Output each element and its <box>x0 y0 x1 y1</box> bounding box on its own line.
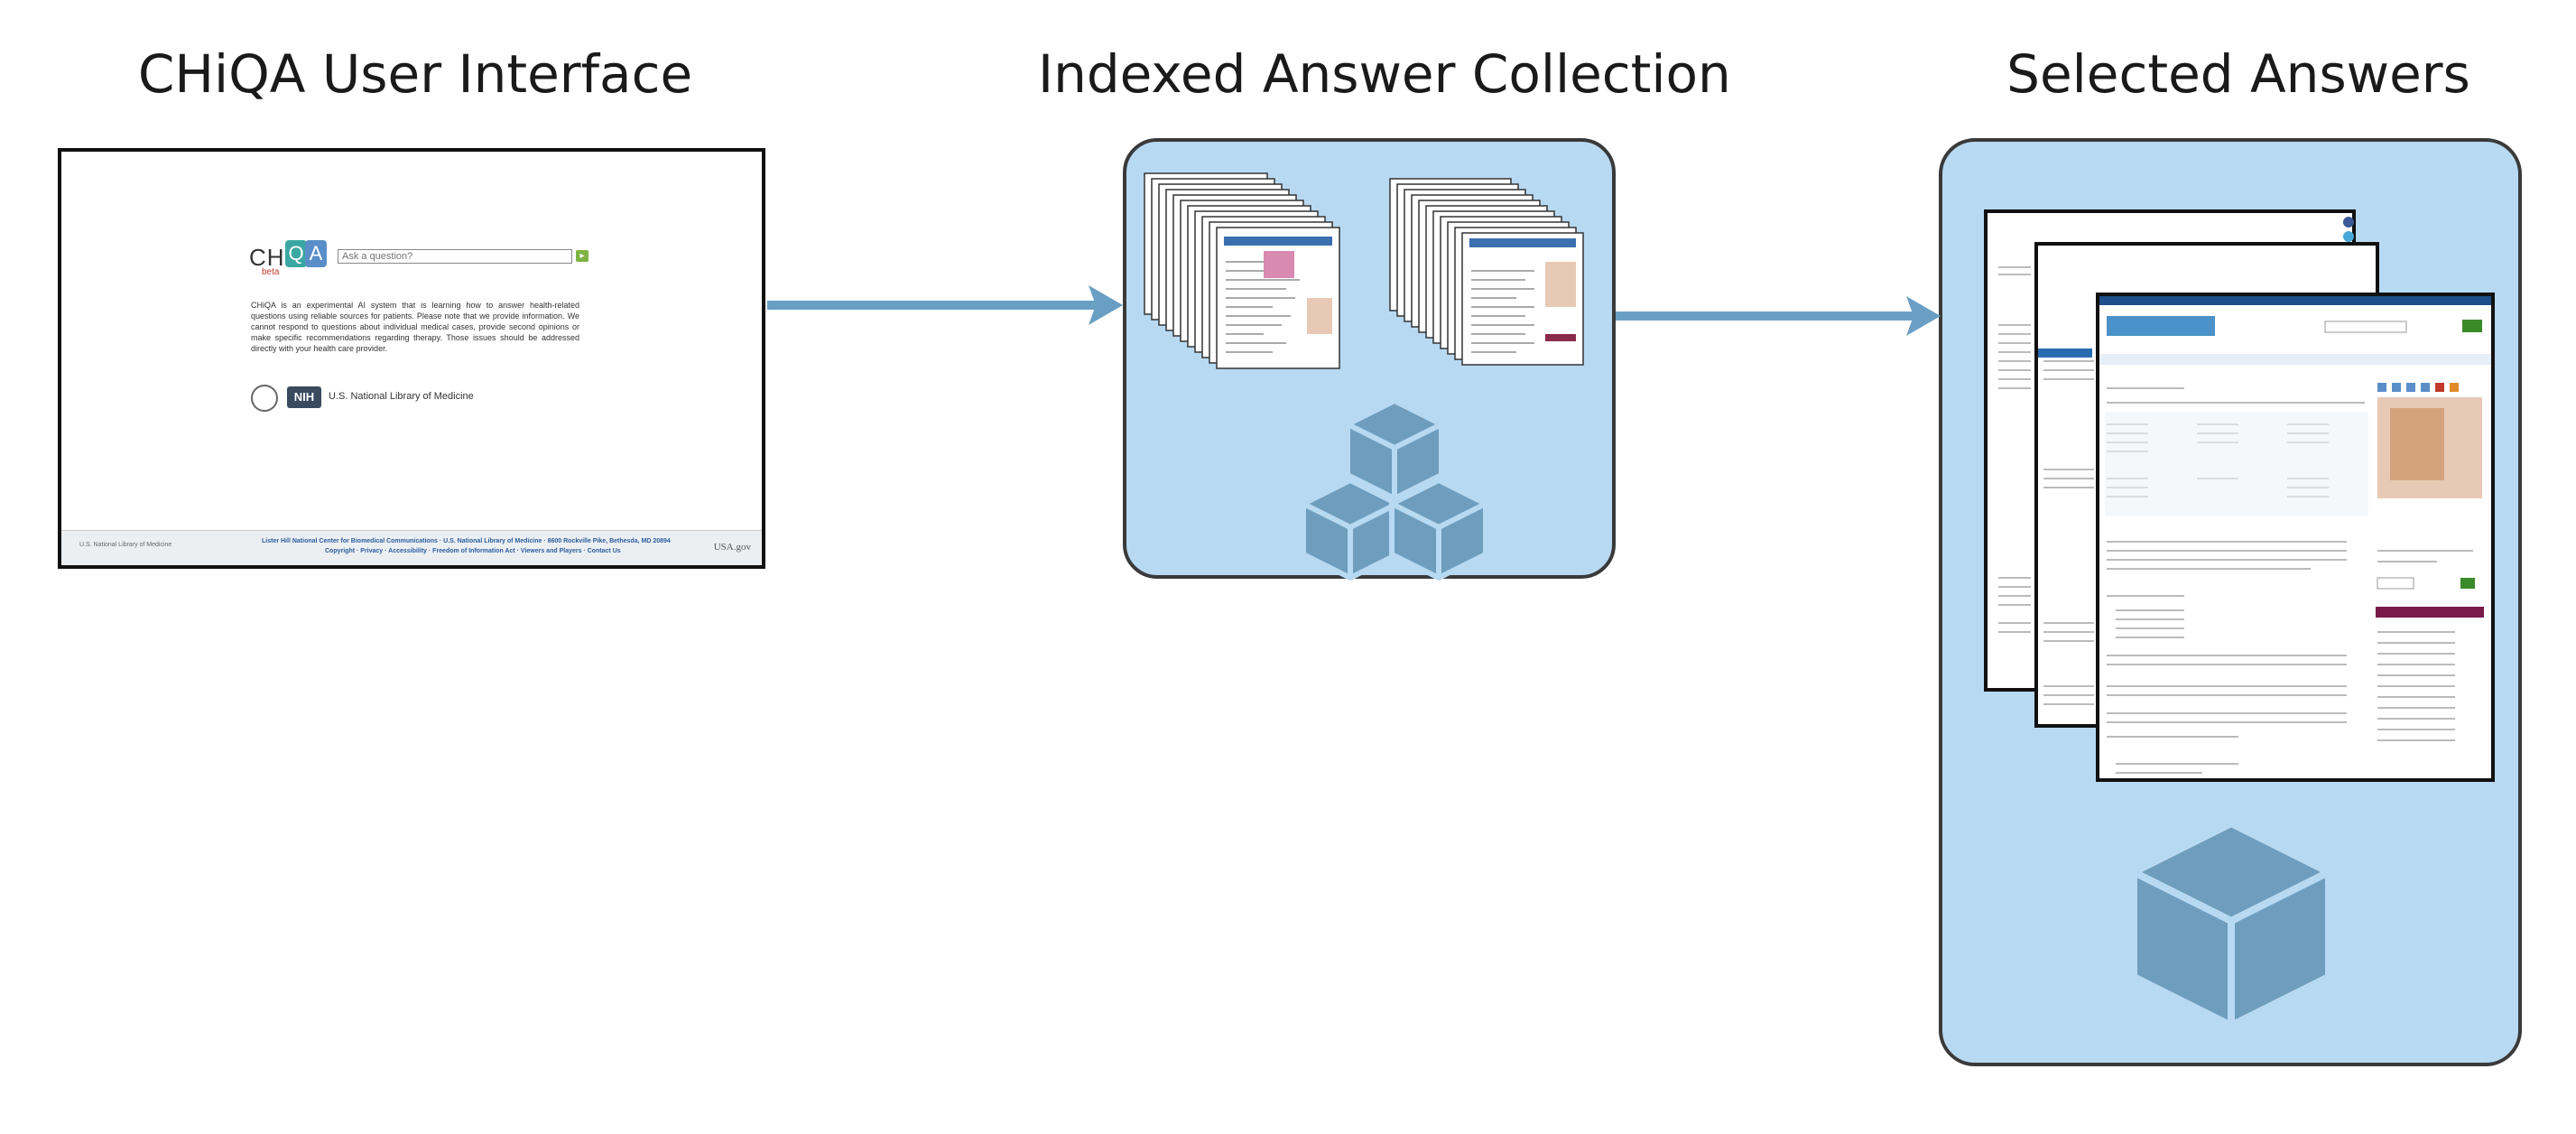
usa-gov-logo: USA.gov <box>713 542 751 553</box>
logo-a-badge: A <box>305 240 327 267</box>
logo-chi-text: CHi <box>249 244 292 271</box>
heading-ui: CHiQA User Interface <box>137 43 693 105</box>
nlm-label: U.S. National Library of Medicine <box>329 391 474 402</box>
footer-links[interactable]: Copyright · Privacy · Accessibility · Fr… <box>325 548 621 554</box>
cube-cluster-icon <box>1301 398 1488 581</box>
logo-beta-label: beta <box>262 267 280 277</box>
ui-footer: U.S. National Library of Medicine Lister… <box>61 530 762 565</box>
footer-logos: U.S. National Library of Medicine <box>79 542 172 548</box>
heading-collection: Indexed Answer Collection <box>1038 43 1731 105</box>
nih-badge: NIH <box>287 386 321 408</box>
right-arrow-icon <box>1616 296 1941 336</box>
right-arrow-icon <box>767 285 1123 325</box>
chiqa-ui-screenshot: CHi Q A beta ▸ CHiQA is an experimental … <box>58 148 765 569</box>
document-stack-right <box>1389 178 1584 366</box>
chiqa-description: CHiQA is an experimental AI system that … <box>251 301 579 353</box>
document-stack-left <box>1144 172 1340 369</box>
footer-address[interactable]: Lister Hill National Center for Biomedic… <box>262 538 671 544</box>
selected-answer-pages <box>1984 209 2495 782</box>
question-input[interactable] <box>338 249 572 264</box>
submit-question-button[interactable]: ▸ <box>576 250 588 262</box>
cube-icon <box>2130 820 2332 1029</box>
logo-q-badge: Q <box>285 240 307 267</box>
heading-selected: Selected Answers <box>2006 43 2470 105</box>
hhs-eagle-icon <box>251 385 278 412</box>
